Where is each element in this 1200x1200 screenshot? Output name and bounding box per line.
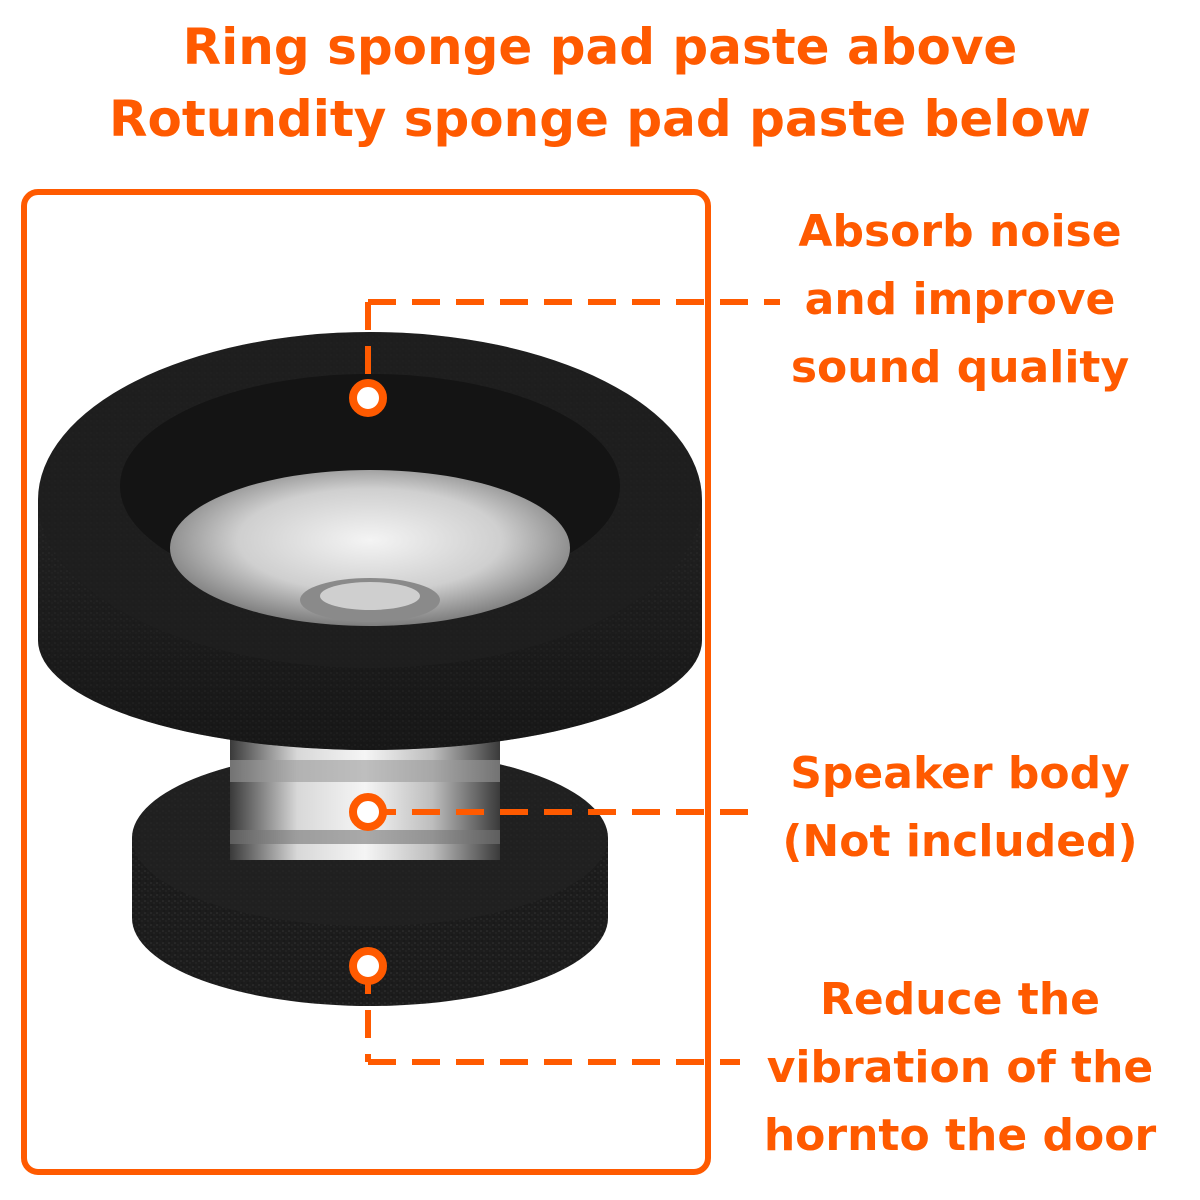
callout-speaker <box>349 793 750 831</box>
label-line: Reduce the <box>820 974 1100 1025</box>
label-speaker-body: Speaker body (Not included) <box>730 740 1190 876</box>
title-line-1: Ring sponge pad paste above <box>182 18 1018 76</box>
label-line: Absorb noise <box>798 206 1122 257</box>
title-line-2: Rotundity sponge pad paste below <box>108 90 1091 148</box>
product-frame <box>21 189 711 1175</box>
label-line: sound quality <box>790 342 1130 393</box>
callout-dot-icon <box>349 947 387 985</box>
label-line: and improve <box>804 274 1116 325</box>
label-line: hornto the door <box>763 1110 1157 1161</box>
label-line: Speaker body <box>790 748 1130 799</box>
label-absorb-noise: Absorb noise and improve sound quality <box>730 198 1190 402</box>
label-line: (Not included) <box>782 816 1138 867</box>
callout-dot-icon <box>349 379 387 417</box>
callout-absorb <box>349 299 780 417</box>
label-line: vibration of the <box>766 1042 1154 1093</box>
callout-dot-icon <box>349 793 387 831</box>
ring-sponge-pad <box>38 332 702 750</box>
label-reduce-vibration: Reduce the vibration of the hornto the d… <box>730 966 1190 1170</box>
callout-reduce <box>349 947 740 1065</box>
